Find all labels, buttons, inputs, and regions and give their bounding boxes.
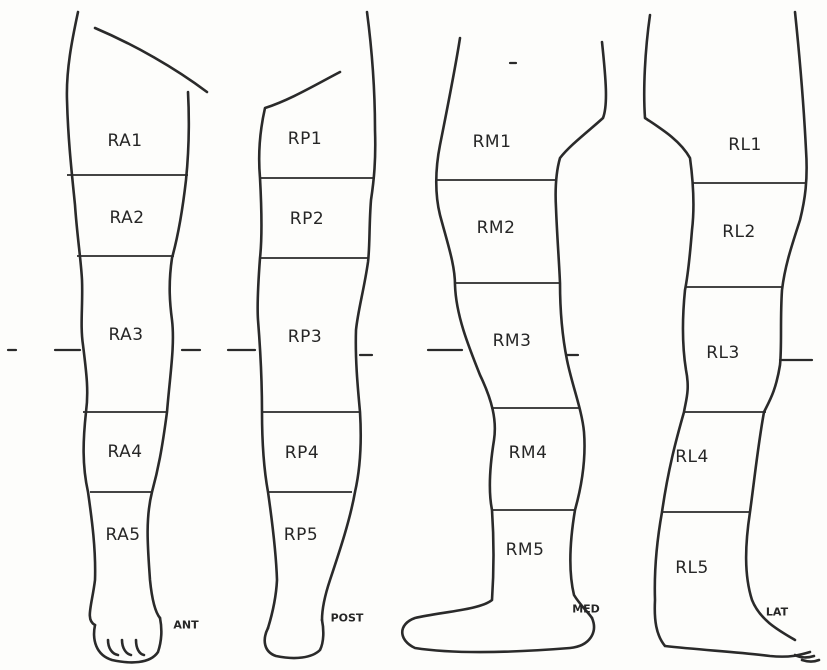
region-label-rm3: RM3 bbox=[493, 331, 532, 351]
region-label-rp4: RP4 bbox=[285, 443, 319, 463]
view-label-med: MED bbox=[572, 603, 600, 616]
region-label-ra2: RA2 bbox=[109, 208, 144, 228]
view-label-post: POST bbox=[331, 612, 364, 625]
view-label-lat: LAT bbox=[766, 606, 788, 619]
region-label-rm1: RM1 bbox=[473, 132, 512, 152]
region-label-rp2: RP2 bbox=[290, 209, 324, 229]
region-label-rl1: RL1 bbox=[728, 135, 762, 155]
region-label-rp3: RP3 bbox=[288, 327, 322, 347]
region-label-rl3: RL3 bbox=[706, 343, 740, 363]
region-label-ra1: RA1 bbox=[107, 131, 142, 151]
view-label-ant: ANT bbox=[173, 619, 198, 632]
region-label-rm2: RM2 bbox=[477, 218, 516, 238]
region-label-rp1: RP1 bbox=[288, 129, 322, 149]
region-label-rl5: RL5 bbox=[675, 558, 709, 578]
region-label-rm5: RM5 bbox=[506, 540, 545, 560]
region-label-rp5: RP5 bbox=[284, 525, 318, 545]
region-label-ra5: RA5 bbox=[105, 525, 140, 545]
region-label-ra4: RA4 bbox=[107, 442, 142, 462]
region-label-rl4: RL4 bbox=[675, 447, 709, 467]
lateral-leg-outline bbox=[644, 12, 819, 662]
region-label-rl2: RL2 bbox=[722, 222, 756, 242]
region-label-ra3: RA3 bbox=[108, 325, 143, 345]
region-label-rm4: RM4 bbox=[509, 443, 548, 463]
